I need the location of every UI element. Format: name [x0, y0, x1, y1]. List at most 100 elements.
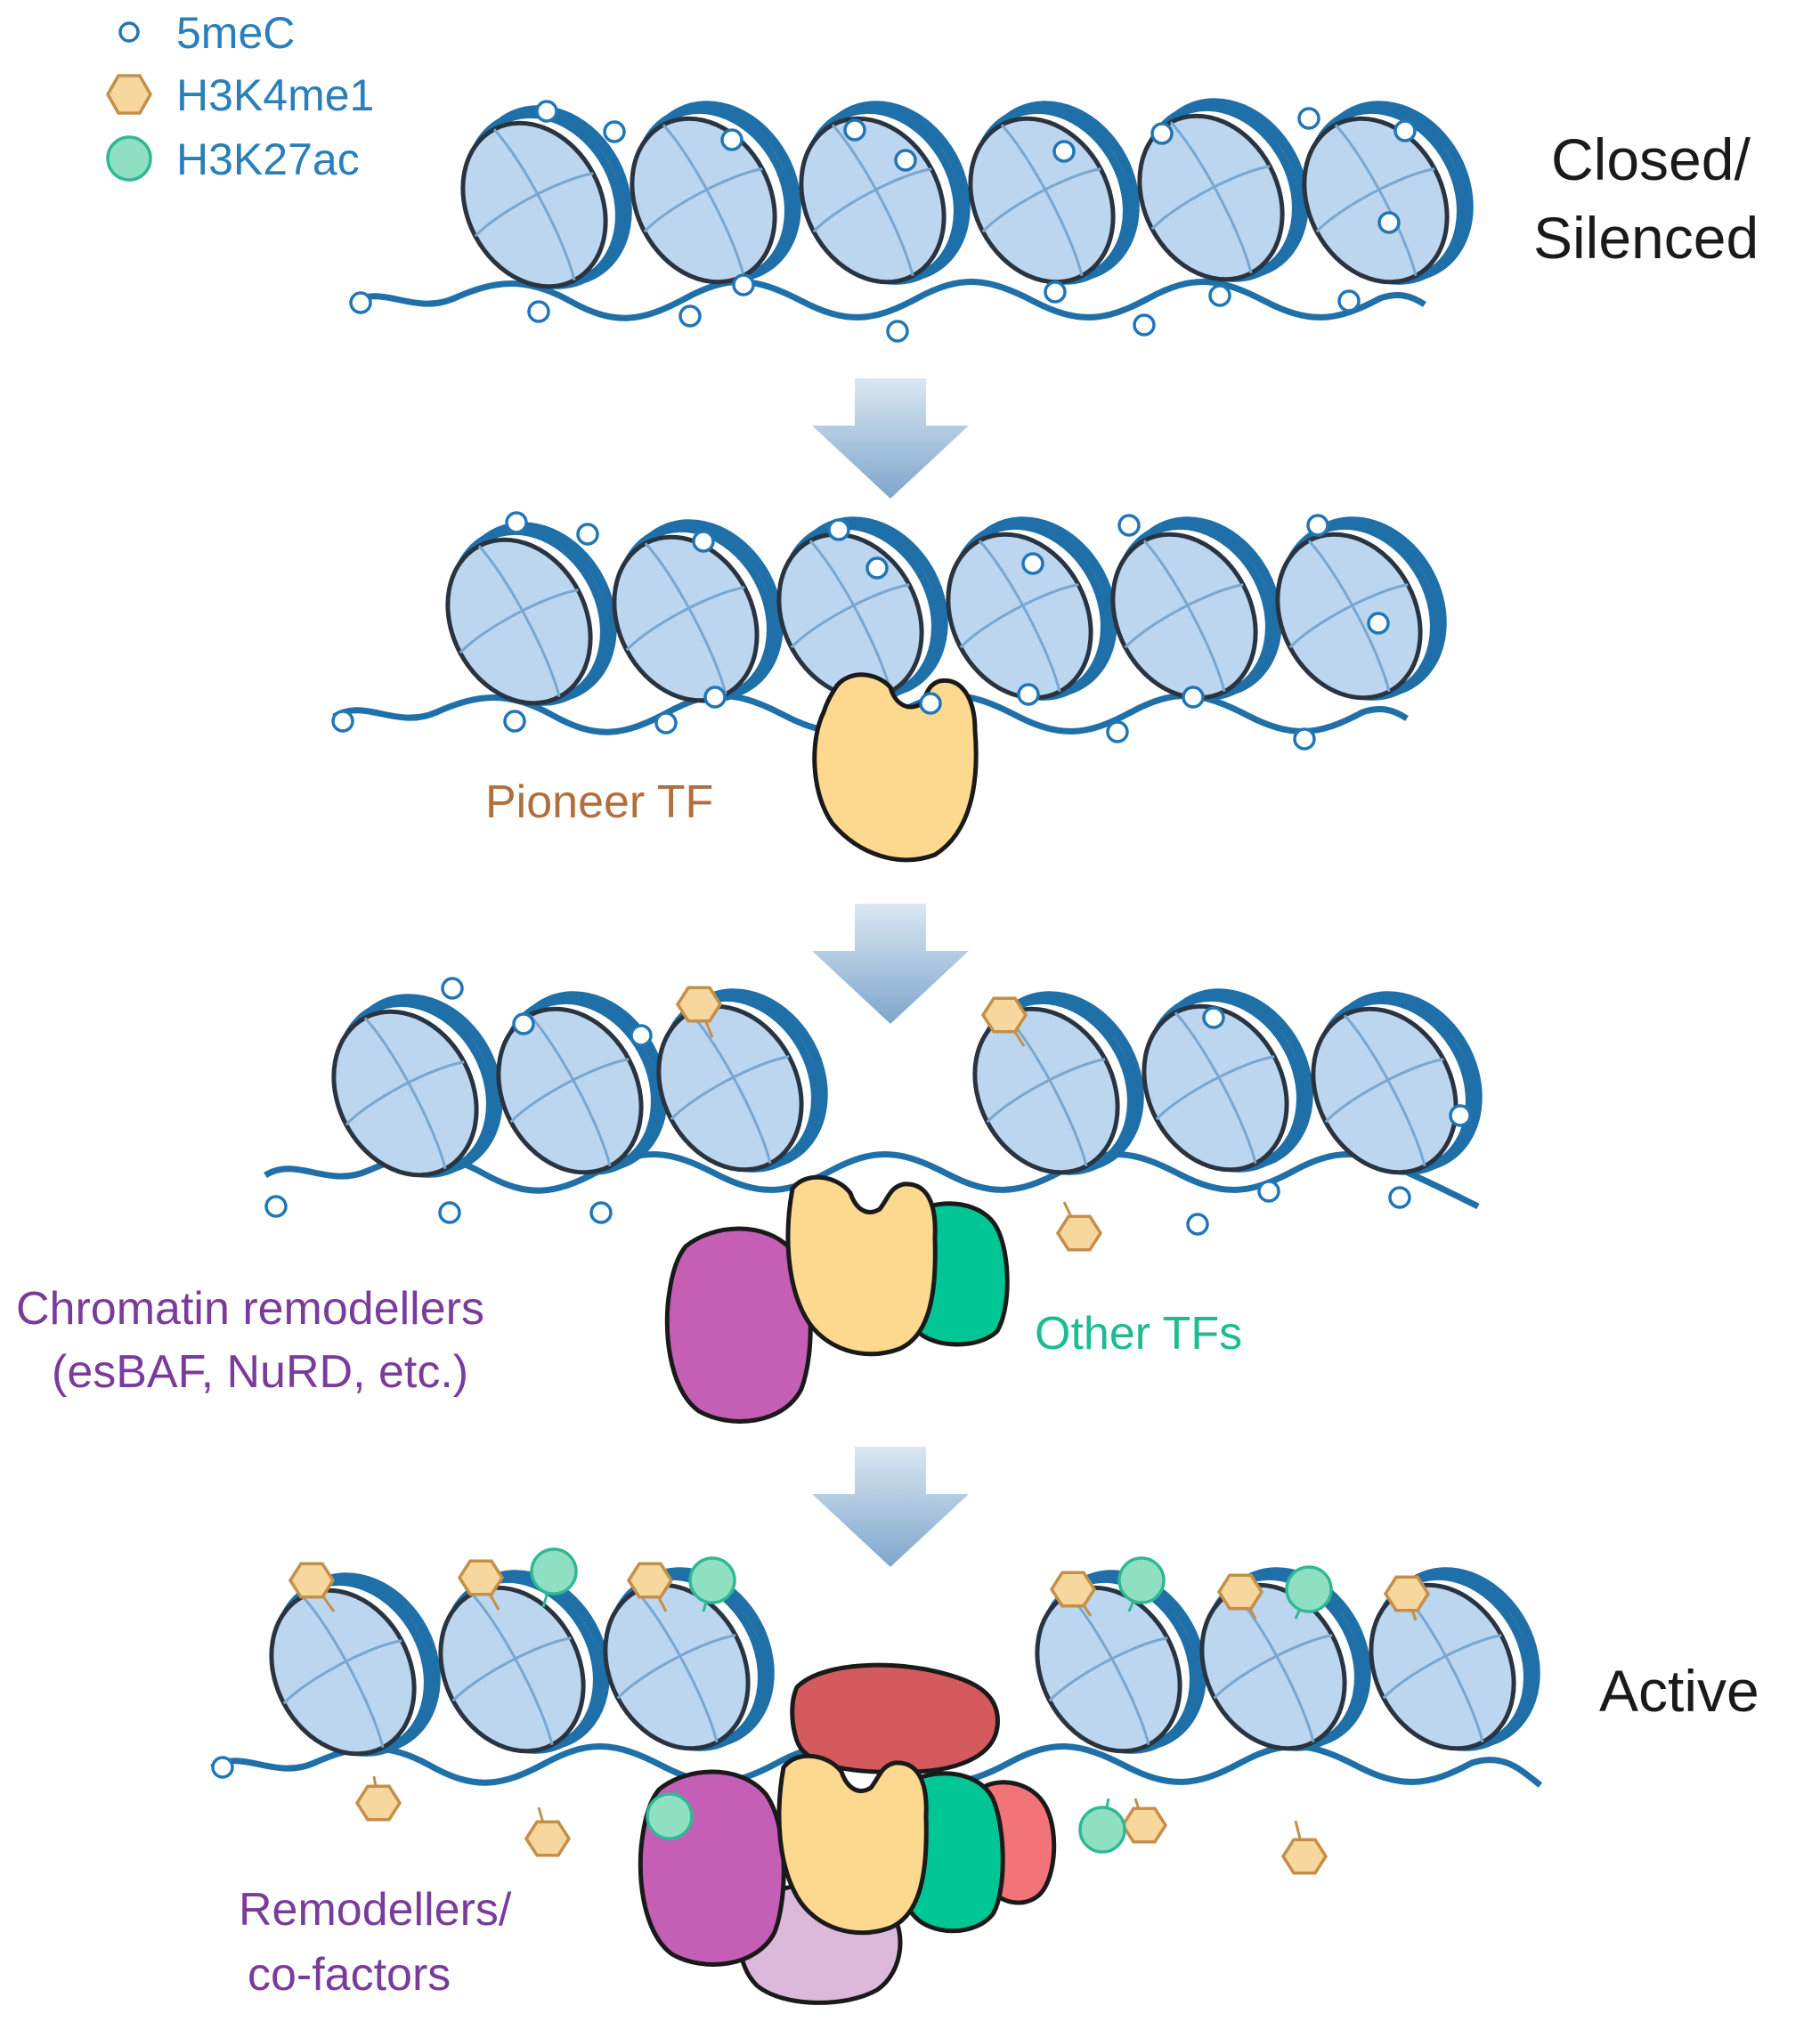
methyl-mark-icon	[505, 511, 528, 534]
methyl-mark-icon	[732, 273, 755, 296]
h3k4me1-mark-icon	[1120, 1807, 1168, 1844]
methyl-mark-icon	[703, 686, 727, 709]
methyl-mark-icon	[1367, 612, 1390, 635]
methyl-mark-icon	[1150, 122, 1174, 145]
stage-label-closed-line1: Closed/	[1551, 126, 1751, 192]
legend-item-h3k4me1: H3K4me1	[105, 70, 374, 120]
methyl-mark-icon	[1044, 280, 1067, 304]
methyl-mark-icon	[1208, 284, 1231, 307]
methyl-mark-icon	[349, 291, 372, 314]
methyl-mark-icon	[1306, 514, 1329, 537]
h3k27ac-mark-icon	[1285, 1565, 1333, 1613]
h3k4me1-mark-icon	[1280, 1838, 1328, 1875]
nucleosome-s4-3	[603, 1567, 775, 1751]
methyl-mark-icon	[1393, 119, 1417, 142]
nucleosome-s2-5	[1110, 516, 1282, 701]
open-circle-icon	[118, 21, 140, 43]
h3k4me1-mark-icon	[1383, 1575, 1431, 1612]
nucleosome-s2-3	[776, 516, 948, 701]
methyl-mark-icon	[1117, 514, 1141, 537]
nucleosome-s2-6	[1275, 516, 1447, 701]
label-chromatin-remodellers-line1: Chromatin remodellers	[16, 1283, 484, 1335]
nucleosome-s1-5	[1137, 98, 1309, 282]
label-remodellers-cofactors-line2: co-factors	[248, 1949, 451, 2001]
dna-strand-1	[350, 279, 1426, 321]
h3k27ac-mark-icon	[688, 1556, 736, 1604]
h3k4me1-mark-icon	[457, 1559, 505, 1596]
nucleosome-s2-1	[445, 522, 617, 706]
methyl-mark-icon	[894, 149, 917, 172]
methyl-mark-icon	[589, 1201, 613, 1224]
legend: 5meC H3K4me1 H3K27ac	[105, 8, 374, 184]
h3k4me1-mark-icon	[626, 1562, 674, 1599]
label-other-tfs: Other TFs	[1035, 1308, 1242, 1360]
methyl-mark-icon	[512, 1012, 535, 1035]
legend-label-h3k4me1: H3K4me1	[176, 70, 374, 120]
methyl-mark-icon	[1021, 552, 1044, 575]
nucleosome-s3-3	[656, 988, 828, 1173]
stage-label-active: Active	[1599, 1658, 1759, 1724]
nucleosome-s3-5	[1142, 988, 1313, 1173]
methyl-mark-icon	[720, 128, 743, 151]
methyl-mark-icon	[527, 300, 550, 323]
filled-circle-icon	[106, 135, 152, 182]
nucleosome-s1-6	[1302, 101, 1474, 285]
methyl-mark-icon	[678, 304, 702, 328]
legend-label-5mec: 5meC	[176, 8, 295, 58]
nucleosome-s4-6	[1369, 1567, 1540, 1751]
nucleosome-s3-6	[1311, 991, 1483, 1175]
hexagon-icon	[105, 74, 153, 115]
methyl-mark-icon	[1388, 1186, 1411, 1209]
methyl-mark-icon	[1293, 727, 1316, 751]
h3k4me1-mark-icon	[980, 996, 1028, 1034]
h3k4me1-mark-icon	[1216, 1573, 1264, 1611]
nucleosome-s1-4	[968, 101, 1140, 285]
methyl-mark-icon	[1202, 1006, 1225, 1029]
methyl-mark-icon	[1377, 211, 1401, 234]
legend-item-5mec: 5meC	[118, 8, 295, 58]
label-pioneer-tf: Pioneer TF	[485, 776, 713, 828]
methyl-mark-icon	[576, 523, 599, 546]
methyl-mark-icon	[438, 1201, 461, 1224]
methyl-mark-icon	[1449, 1104, 1472, 1127]
methyl-mark-icon	[1017, 683, 1040, 706]
nucleosome-s1-2	[630, 101, 801, 285]
methyl-mark-icon	[692, 530, 715, 553]
stage-label-closed-line2: Silenced	[1533, 205, 1759, 271]
transition-arrow-2	[812, 904, 969, 1024]
methyl-mark-icon	[843, 118, 866, 142]
methyl-mark-icon	[919, 692, 942, 715]
methyl-mark-icon	[1133, 313, 1156, 337]
methyl-mark-icon	[1337, 289, 1361, 313]
methyl-mark-icon	[1297, 107, 1320, 130]
chromatin-marks	[211, 100, 1472, 1875]
nucleosome-s4-5	[1199, 1567, 1371, 1751]
transition-arrow-1	[812, 378, 969, 499]
cofactor-red-protein	[790, 1662, 1000, 1774]
legend-label-h3k27ac: H3K27ac	[176, 134, 360, 184]
methyl-mark-icon	[827, 518, 850, 541]
nucleosome-s1-3	[799, 101, 971, 285]
pioneer-tf-protein-bound	[785, 1174, 938, 1357]
methyl-mark-icon	[1182, 686, 1205, 709]
h3k4me1-mark-icon	[288, 1562, 336, 1599]
nucleosome-s2-4	[946, 516, 1117, 701]
nucleosome-s4-1	[269, 1572, 441, 1757]
methyl-mark-icon	[654, 711, 678, 735]
h3k4me1-mark-icon	[1049, 1571, 1097, 1608]
legend-item-h3k27ac: H3K27ac	[106, 134, 360, 184]
pioneer-tf-protein	[812, 672, 979, 863]
h3k4me1-mark-icon	[675, 986, 723, 1023]
label-chromatin-remodellers-line2: (esBAF, NuRD, etc.)	[52, 1346, 468, 1398]
h3k27ac-mark-icon	[646, 1792, 694, 1840]
methyl-mark-icon	[441, 977, 464, 1000]
methyl-mark-icon	[1186, 1213, 1209, 1236]
methyl-mark-icon	[1106, 720, 1129, 743]
stage3-proteins	[664, 1174, 1010, 1424]
methyl-mark-icon	[603, 120, 626, 143]
transition-arrow-3	[812, 1447, 969, 1567]
methyl-mark-icon	[630, 1024, 653, 1047]
methyl-mark-icon	[211, 1756, 234, 1779]
methyl-mark-icon	[503, 710, 526, 733]
